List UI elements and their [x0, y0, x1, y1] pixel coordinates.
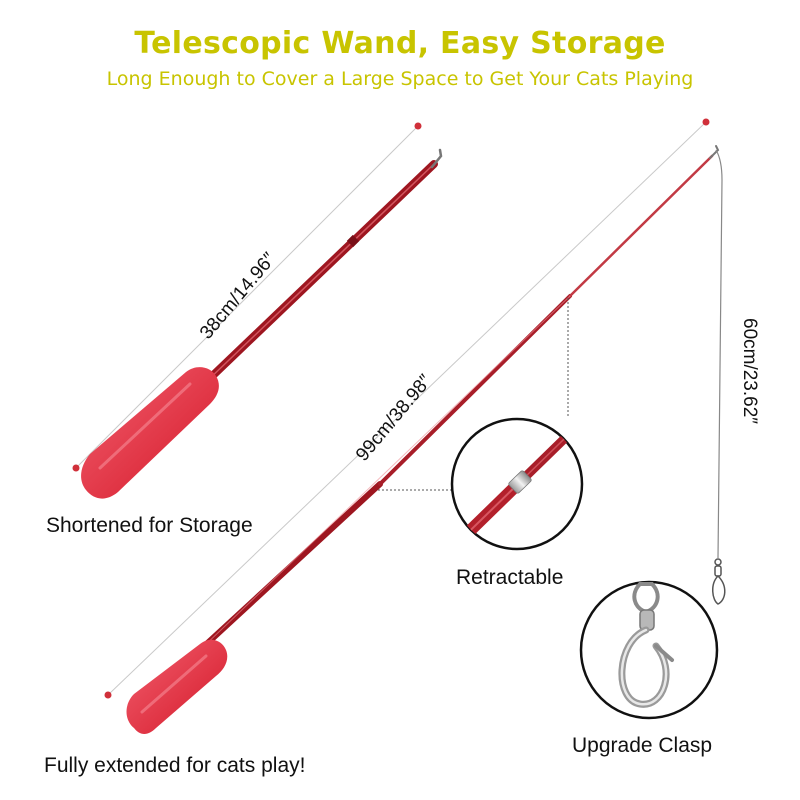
page-subtitle: Long Enough to Cover a Large Space to Ge…: [106, 68, 694, 90]
retractable-caption: Retractable: [456, 566, 564, 589]
long-handle: [126, 639, 228, 734]
short-tip-hook: [430, 148, 443, 169]
long-rod-mid: [378, 294, 572, 486]
long-dimension-dot-top: [702, 118, 710, 126]
shortened-caption: Shortened for Storage: [46, 514, 253, 537]
retractable-detail: [450, 417, 584, 551]
retractable-connectors: [378, 298, 569, 491]
long-wand: [104, 118, 720, 734]
extended-caption: Fully extended for cats play!: [44, 754, 306, 777]
short-wand: [72, 122, 443, 499]
clasp-caption: Upgrade Clasp: [572, 734, 713, 757]
long-rod-thin: [568, 154, 714, 298]
string-line: [712, 149, 726, 605]
string-length-label: 60cm/23.62″: [739, 318, 760, 425]
short-handle: [81, 367, 219, 499]
short-dimension-dot-top: [414, 122, 422, 130]
long-rod-thick: [197, 481, 383, 653]
long-dimension-line: [107, 121, 707, 696]
long-tip-hook: [709, 145, 720, 159]
short-dimension-dot-bottom: [72, 464, 80, 472]
clasp-detail: [579, 580, 719, 720]
page-title: Telescopic Wand, Easy Storage: [134, 26, 666, 61]
long-dimension-dot-bottom: [104, 691, 112, 699]
short-dimension-line: [75, 125, 419, 469]
